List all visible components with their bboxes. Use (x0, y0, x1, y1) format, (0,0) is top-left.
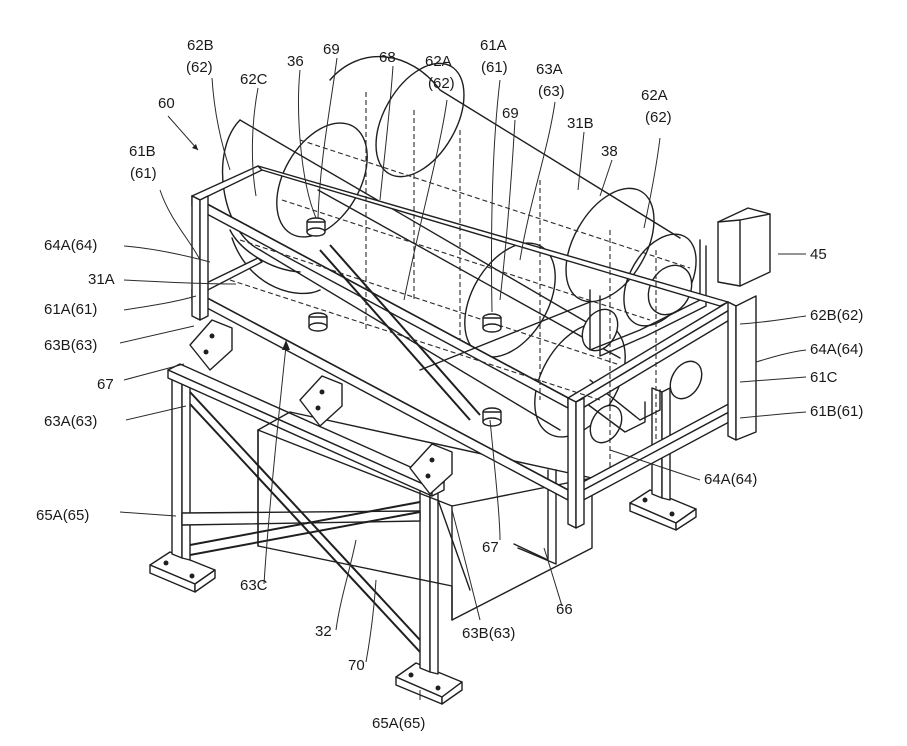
post-front (568, 398, 576, 528)
label-31B: 31B (567, 115, 594, 132)
leg-front-left (172, 378, 182, 558)
label-63A-top: 63A (536, 61, 563, 78)
leader-lines (120, 58, 806, 700)
label-69-right: 69 (502, 105, 519, 122)
label-62B-top: 62B (187, 37, 214, 54)
label-62B-right: 62B(62) (810, 307, 863, 324)
label-69-left: 69 (323, 41, 340, 58)
label-63A-top-group: (63) (538, 83, 565, 100)
label-61A-top-group: (61) (481, 59, 508, 76)
frame-rail-top-left (192, 166, 262, 200)
bearing-69-left (307, 218, 325, 236)
bearing-mid (309, 313, 327, 331)
label-62A-mid-group: (62) (428, 75, 455, 92)
label-62A-right-group: (62) (645, 109, 672, 126)
label-63A-left: 63A(63) (44, 413, 97, 430)
label-62B-top-group: (62) (186, 59, 213, 76)
label-64A-lower: 64A(64) (704, 471, 757, 488)
label-63B-bottom: 63B(63) (462, 625, 515, 642)
label-62C: 62C (240, 71, 268, 88)
label-68: 68 (379, 49, 396, 66)
label-64A-left: 64A(64) (44, 237, 97, 254)
label-63C: 63C (240, 577, 268, 594)
label-60: 60 (158, 95, 175, 112)
label-65A-left: 65A(65) (36, 507, 89, 524)
label-61B-left-group: (61) (130, 165, 157, 182)
post-right (728, 302, 736, 440)
label-62A-mid: 62A (425, 53, 452, 70)
bearing-69-right (483, 314, 501, 332)
label-61A-top: 61A (480, 37, 507, 54)
label-31A: 31A (88, 271, 115, 288)
label-63B-left: 63B(63) (44, 337, 97, 354)
label-45: 45 (810, 246, 827, 263)
label-38: 38 (601, 143, 618, 160)
label-61A-left: 61A(61) (44, 301, 97, 318)
bearing-low (483, 408, 501, 426)
label-61B-left: 61B (129, 143, 156, 160)
label-65A-bottom: 65A(65) (372, 715, 425, 732)
label-67-left: 67 (97, 376, 114, 393)
label-36: 36 (287, 53, 304, 70)
label-67-right: 67 (482, 539, 499, 556)
upper-frame (192, 166, 756, 528)
label-32: 32 (315, 623, 332, 640)
drive-motor (718, 208, 770, 286)
label-70: 70 (348, 657, 365, 674)
label-61C: 61C (810, 369, 838, 386)
label-62A-right: 62A (641, 87, 668, 104)
label-64A-right: 64A(64) (810, 341, 863, 358)
label-66: 66 (556, 601, 573, 618)
label-61B-right: 61B(61) (810, 403, 863, 420)
